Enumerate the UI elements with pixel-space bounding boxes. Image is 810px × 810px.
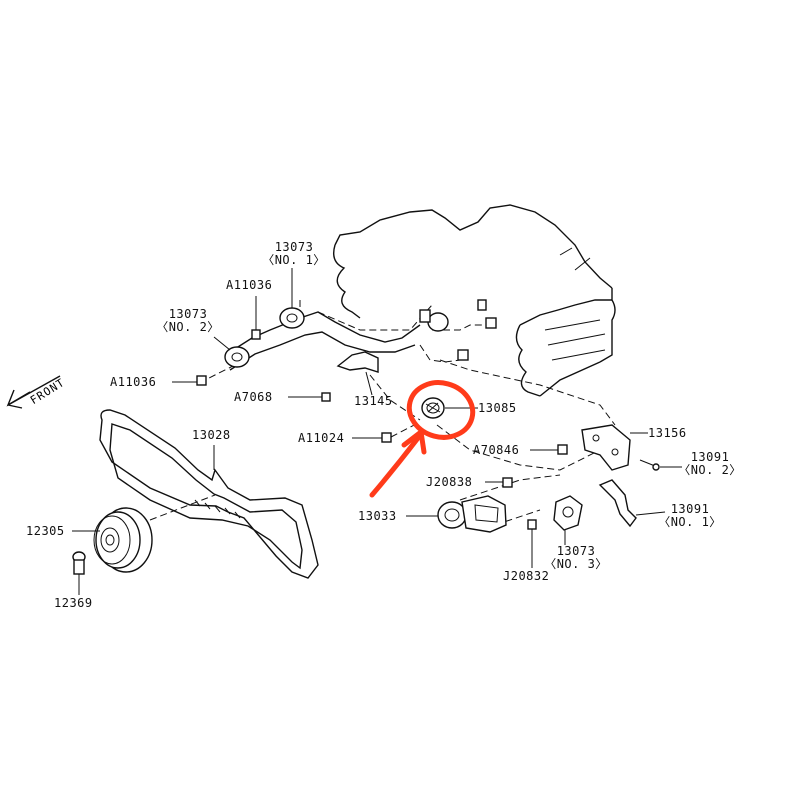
label-a70846: A70846: [473, 443, 520, 457]
label-j20838: J20838: [426, 475, 473, 489]
bolt-a7068: [288, 392, 331, 402]
label-13091-no1-number: 13091: [670, 502, 710, 516]
label-13091-no1: 13091 〈NO. 1〉: [658, 503, 722, 529]
label-13073-no2-sub: 〈NO. 2〉: [156, 320, 220, 334]
label-a11036-left: A11036: [110, 375, 157, 389]
crank-bolt-12369: [72, 551, 86, 595]
label-13091-no2: 13091 〈NO. 2〉: [678, 451, 742, 477]
label-13073-no3: 13073 〈NO. 3〉: [544, 545, 608, 571]
idler-13073-no2: [213, 336, 250, 368]
highlight-circle: [406, 380, 476, 440]
highlight-arrow-head-icon: [401, 429, 427, 455]
bolt-a11036-top: [251, 296, 261, 340]
label-13085: 13085: [478, 401, 517, 415]
bracket-13156: [581, 424, 648, 471]
label-12305: 12305: [26, 524, 65, 538]
crank-pulley-12305: [72, 507, 153, 573]
label-13091-no2-sub: 〈NO. 2〉: [678, 463, 742, 477]
label-13156: 13156: [648, 426, 687, 440]
engine-block-outline: [332, 204, 616, 397]
pin-13091-no2: [639, 459, 682, 471]
label-12369: 12369: [54, 596, 93, 610]
label-13091-no2-number: 13091: [690, 450, 730, 464]
bolt-a70846: [530, 444, 568, 455]
label-13073-no3-number: 13073: [556, 544, 596, 558]
label-13028: 13028: [192, 428, 231, 442]
label-13073-no2-number: 13073: [168, 307, 208, 321]
bolt-j20838: [485, 477, 513, 488]
label-13033: 13033: [358, 509, 397, 523]
bolt-a11036-left: [172, 375, 207, 386]
cam-items-upper: [419, 299, 497, 361]
label-13073-no3-sub: 〈NO. 3〉: [544, 557, 608, 571]
label-13145: 13145: [354, 394, 393, 408]
idler-13073-no1: [279, 268, 305, 329]
highlight-arrow-shaft: [369, 435, 421, 498]
label-13073-no1: 13073 〈NO. 1〉: [262, 241, 326, 267]
label-13073-no1-sub: 〈NO. 1〉: [262, 253, 326, 267]
label-j20832: J20832: [503, 569, 550, 583]
timing-belt-13028: [99, 409, 319, 579]
label-a11024: A11024: [298, 431, 345, 445]
front-arrow-icon: [6, 375, 61, 409]
bolt-j20832: [527, 519, 537, 568]
label-a11036-top: A11036: [226, 278, 273, 292]
belt-cover-lines: [149, 300, 616, 526]
label-13073-no1-number: 13073: [274, 240, 314, 254]
idler-13073-no3: [553, 495, 583, 545]
highlight-annotation: [369, 380, 476, 498]
label-13091-no1-sub: 〈NO. 1〉: [658, 515, 722, 529]
label-13073-no2: 13073 〈NO. 2〉: [156, 308, 220, 334]
arm-13091-no1: [598, 479, 666, 528]
tensioner-13033: [406, 495, 507, 533]
cover-13145: [336, 351, 379, 396]
idler-13085: [421, 397, 478, 419]
label-a7068: A7068: [234, 390, 273, 404]
